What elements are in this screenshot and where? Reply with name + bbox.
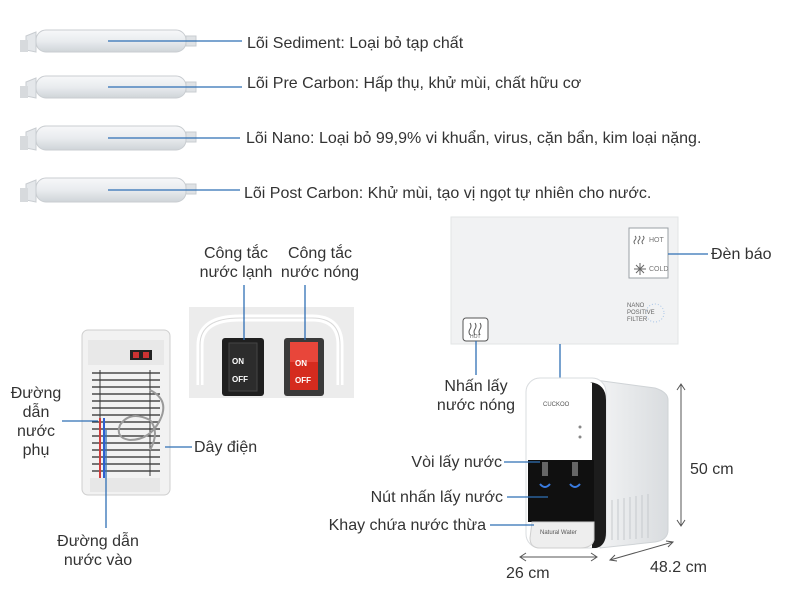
inlet-pipe-label-line1: Đường dẫn: [57, 533, 139, 550]
cold-switch-on-text: ON: [232, 357, 244, 366]
height-dimension: 50 cm: [690, 461, 734, 478]
switch-panel: [189, 307, 354, 398]
power-cord-label: Dây điện: [194, 439, 258, 456]
filter-label-nano: Lõi Nano: Loại bỏ 99,9% vi khuẩn, virus,…: [246, 130, 702, 147]
hot-switch-on-text: ON: [295, 359, 307, 368]
aux-pipe-label-line2: dẫn: [22, 404, 50, 421]
nano-line3: FILTER: [627, 317, 648, 323]
cold-indicator-text: COLD: [649, 266, 669, 273]
cold-switch-off-text: OFF: [232, 375, 248, 384]
depth-dimension: 48.2 cm: [650, 559, 707, 576]
nano-positive-filter-logo: NANO POSITIVE FILTER: [627, 303, 655, 324]
control-panel: [450, 216, 679, 345]
drip-tray-label: Khay chứa nước thừa: [328, 517, 486, 534]
tray-brand: Natural Water: [540, 530, 577, 536]
aux-pipe-label-line4: phụ: [22, 442, 50, 459]
nano-line1: NANO: [627, 303, 645, 309]
filter-label-pre-carbon: Lõi Pre Carbon: Hấp thụ, khử mùi, chất h…: [247, 75, 582, 92]
hot-button-caption: HOT: [470, 334, 481, 340]
hot-switch-label-line1: Công tắc: [287, 245, 353, 262]
inlet-pipe-label: Đường dẫn nước vào: [48, 532, 148, 570]
aux-pipe-label-line1: Đường: [10, 385, 62, 402]
filter-label-post-carbon: Lõi Post Carbon: Khử mùi, tạo vị ngọt tự…: [244, 185, 652, 202]
filter-label-sediment: Lõi Sediment: Loại bỏ tạp chất: [247, 35, 464, 52]
hot-switch-off-text: OFF: [295, 376, 311, 385]
faucet-label: Vòi lấy nước: [411, 454, 502, 471]
brand-logo: CUCKOO: [543, 402, 570, 408]
width-dimension: 26 cm: [506, 565, 550, 582]
cold-switch-label-line2: nước lạnh: [199, 264, 273, 281]
hot-button-label-line1: Nhấn lấy: [444, 378, 508, 395]
cold-switch-label-line1: Công tắc: [203, 245, 269, 262]
filter-leader-lines: [108, 40, 242, 191]
hot-switch-label-line2: nước nóng: [280, 264, 360, 281]
cold-switch-label: Công tắc nước lạnh: [184, 244, 288, 282]
back-of-unit: [81, 329, 171, 496]
inlet-pipe-label-line2: nước vào: [63, 552, 133, 569]
hot-switch-label: Công tắc nước nóng: [268, 244, 372, 282]
nano-line2: POSITIVE: [627, 310, 655, 316]
hot-indicator-text: HOT: [649, 237, 664, 244]
indicator-light-label: Đèn báo: [711, 246, 772, 263]
hot-button-label-line2: nước nóng: [436, 397, 516, 414]
aux-pipe-label: Đường dẫn nước phụ: [4, 384, 68, 460]
front-of-unit: [525, 377, 669, 549]
hot-button-label: Nhấn lấy nước nóng: [426, 377, 526, 415]
aux-pipe-label-line3: nước: [16, 423, 56, 440]
dimension-lines: [519, 383, 686, 562]
dispense-button-label: Nút nhấn lấy nước: [370, 489, 503, 506]
